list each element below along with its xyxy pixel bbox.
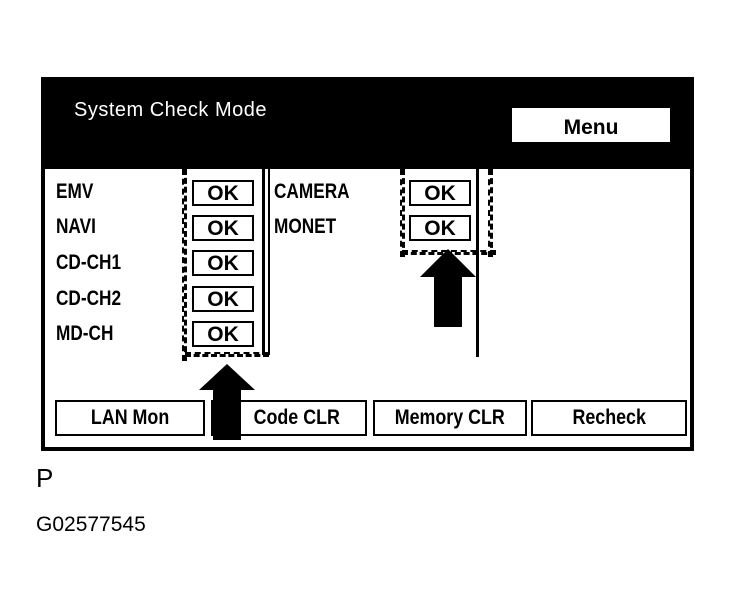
device-label-monet: MONET bbox=[274, 215, 337, 238]
title-bar: System Check Mode Menu bbox=[45, 81, 690, 169]
highlight-dashed-right-left bbox=[400, 169, 405, 257]
status-ok-camera: OK bbox=[409, 180, 471, 206]
status-ok-emv: OK bbox=[192, 180, 254, 206]
menu-button[interactable]: Menu bbox=[512, 108, 670, 142]
device-label-navi: NAVI bbox=[56, 215, 96, 238]
device-label-camera: CAMERA bbox=[274, 180, 350, 203]
device-label-emv: EMV bbox=[56, 180, 94, 203]
device-label-cd-ch2: CD-CH2 bbox=[56, 287, 122, 310]
up-arrow-icon bbox=[199, 364, 255, 440]
device-label-md-ch: MD-CH bbox=[56, 322, 114, 345]
highlight-dashed-left bbox=[182, 169, 187, 361]
memory-clr-label: Memory CLR bbox=[394, 406, 506, 429]
figure-code: G02577545 bbox=[36, 513, 146, 536]
status-ok-md-ch: OK bbox=[192, 321, 254, 347]
column-divider-left bbox=[262, 169, 265, 355]
status-ok-cd-ch1: OK bbox=[192, 250, 254, 276]
recheck-button[interactable]: Recheck bbox=[531, 400, 687, 436]
system-check-screen: System Check Mode Menu EMV NAVI CD-CH1 C… bbox=[41, 77, 694, 451]
column-divider-left-inner bbox=[268, 169, 270, 355]
status-ok-cd-ch2: OK bbox=[192, 286, 254, 312]
status-ok-navi: OK bbox=[192, 215, 254, 241]
highlight-dashed-bottom bbox=[185, 352, 269, 357]
lan-mon-button[interactable]: LAN Mon bbox=[55, 400, 205, 436]
code-clr-label: Code CLR bbox=[253, 406, 340, 429]
lan-mon-label: LAN Mon bbox=[90, 406, 170, 429]
up-arrow-icon-right bbox=[420, 249, 476, 327]
footer-mark: P bbox=[36, 463, 54, 493]
status-ok-monet: OK bbox=[409, 215, 471, 241]
screen-title: System Check Mode bbox=[74, 99, 268, 121]
highlight-dashed-right-right bbox=[488, 169, 493, 257]
recheck-label: Recheck bbox=[572, 406, 646, 429]
column-divider-right bbox=[476, 169, 479, 357]
device-label-cd-ch1: CD-CH1 bbox=[56, 251, 122, 274]
memory-clr-button[interactable]: Memory CLR bbox=[373, 400, 527, 436]
